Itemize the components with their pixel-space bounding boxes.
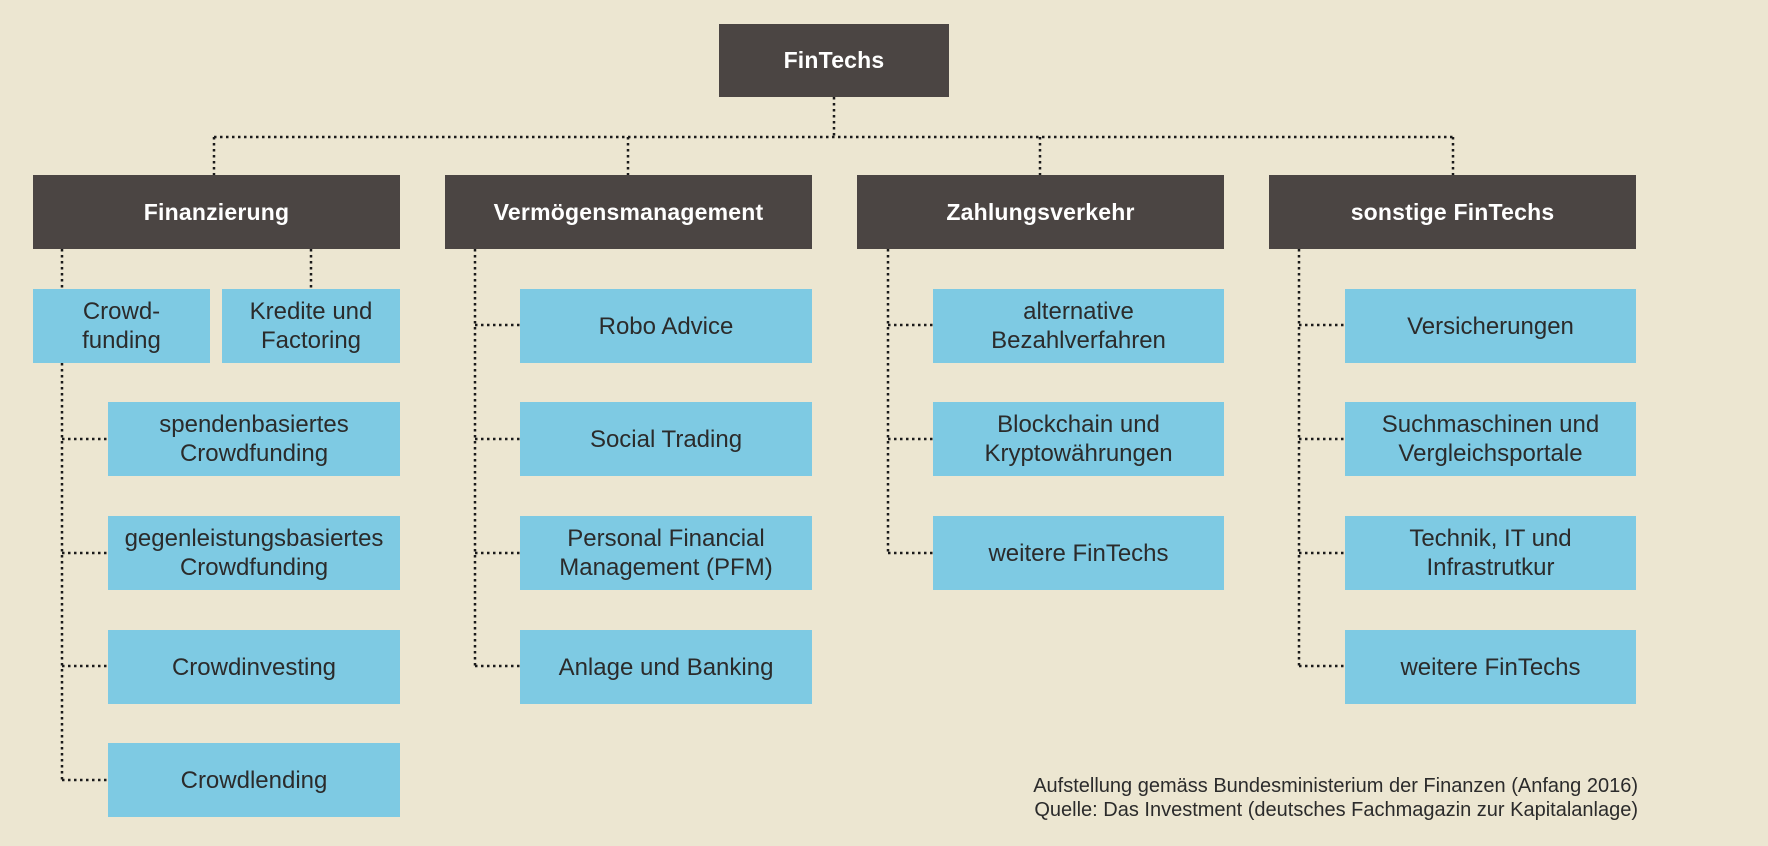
- node-label: Versicherungen: [1407, 312, 1574, 340]
- category-zahlungsverkehr: Zahlungsverkehr: [857, 175, 1224, 249]
- node-label: Anlage und Banking: [558, 653, 774, 681]
- source-line-1: Aufstellung gemäss Bundesministerium der…: [1033, 775, 1638, 797]
- node-social-trading: Social Trading: [520, 402, 812, 476]
- node-anlage-banking: Anlage und Banking: [520, 630, 812, 704]
- node-label: Suchmaschinen und Vergleichsportale: [1381, 411, 1600, 467]
- node-technik-it: Technik, IT und Infrastrutkur: [1345, 516, 1636, 590]
- node-suchmaschinen: Suchmaschinen und Vergleichsportale: [1345, 402, 1636, 476]
- node-label: Crowd- funding: [82, 298, 161, 354]
- node-label: gegenleistungsbasiertes Crowdfunding: [124, 525, 384, 581]
- node-blockchain: Blockchain und Kryptowährungen: [933, 402, 1224, 476]
- node-spendenbasiertes-crowdfunding: spendenbasiertes Crowdfunding: [108, 402, 400, 476]
- category-vermoegensmanagement: Vermögensmanagement: [445, 175, 812, 249]
- node-versicherungen: Versicherungen: [1345, 289, 1636, 363]
- node-label: Crowdinvesting: [171, 653, 337, 681]
- node-label: Kredite und Factoring: [249, 298, 373, 354]
- node-alternative-bezahlverfahren: alternative Bezahlverfahren: [933, 289, 1224, 363]
- node-label: Technik, IT und Infrastrutkur: [1409, 525, 1572, 581]
- node-weitere-fintechs-zahlung: weitere FinTechs: [933, 516, 1224, 590]
- node-label: Blockchain und Kryptowährungen: [984, 411, 1173, 467]
- category-finanzierung: Finanzierung: [33, 175, 400, 249]
- root-node: FinTechs: [719, 24, 949, 97]
- node-label: weitere FinTechs: [1400, 653, 1581, 681]
- node-label: spendenbasiertes Crowdfunding: [159, 411, 349, 467]
- node-label: Social Trading: [589, 425, 743, 453]
- node-label: alternative Bezahlverfahren: [991, 298, 1166, 354]
- category-label: sonstige FinTechs: [1350, 198, 1555, 225]
- node-pfm: Personal Financial Management (PFM): [520, 516, 812, 590]
- root-label: FinTechs: [783, 47, 885, 73]
- node-crowdfunding: Crowd- funding: [33, 289, 210, 363]
- node-gegenleistungsbasiertes-crowdfunding: gegenleistungsbasiertes Crowdfunding: [108, 516, 400, 590]
- node-label: weitere FinTechs: [988, 539, 1169, 567]
- node-crowdlending: Crowdlending: [108, 743, 400, 817]
- node-label: Crowdlending: [180, 766, 328, 794]
- category-sonstige: sonstige FinTechs: [1269, 175, 1636, 249]
- node-label: Robo Advice: [598, 312, 734, 340]
- source-line-2: Quelle: Das Investment (deutsches Fachma…: [1034, 799, 1638, 821]
- category-label: Finanzierung: [143, 198, 290, 225]
- node-kredite-factoring: Kredite und Factoring: [222, 289, 400, 363]
- node-robo-advice: Robo Advice: [520, 289, 812, 363]
- category-label: Vermögensmanagement: [493, 198, 764, 225]
- node-crowdinvesting: Crowdinvesting: [108, 630, 400, 704]
- source-note: Aufstellung gemäss Bundesministerium der…: [1033, 774, 1638, 822]
- category-label: Zahlungsverkehr: [946, 198, 1135, 225]
- node-label: Personal Financial Management (PFM): [559, 525, 773, 581]
- node-weitere-fintechs-sonstige: weitere FinTechs: [1345, 630, 1636, 704]
